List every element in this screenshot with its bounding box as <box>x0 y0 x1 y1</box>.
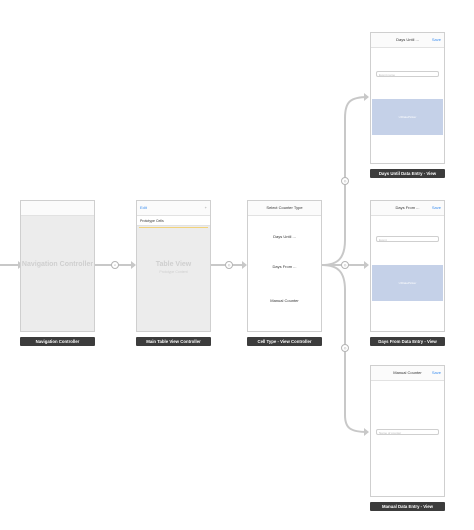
navigation-bar: Days From ... Save <box>371 201 444 216</box>
scene-caption[interactable]: Cell Type - View Controller <box>247 337 322 346</box>
segue-circle-icon[interactable]: ◎ <box>341 344 349 352</box>
scene-navigation-controller[interactable]: Navigation Controller <box>20 200 95 332</box>
scene-caption[interactable]: Days From Data Entry - View <box>370 337 445 346</box>
navigation-bar: Days Until ... Save <box>371 33 444 48</box>
scene-days-until[interactable]: Days Until ... Save Event name UIDatePic… <box>370 32 445 164</box>
scene-days-from[interactable]: Days From ... Save Event UIDatePicker <box>370 200 445 332</box>
table-view-body <box>137 216 210 331</box>
arrowhead-daysfrom <box>364 261 369 269</box>
scene-caption[interactable]: Navigation Controller <box>20 337 95 346</box>
scene-caption[interactable]: Manual Data Entry - View <box>370 502 445 511</box>
scene-cell-type[interactable]: Select Counter Type Days Until ... Days … <box>247 200 322 332</box>
scene-body <box>21 216 94 331</box>
edit-button[interactable]: Edit <box>140 205 147 210</box>
event-name-field[interactable]: Event name <box>376 71 439 77</box>
scene-caption[interactable]: Main Table View Controller <box>136 337 211 346</box>
arrowhead-table <box>131 261 136 269</box>
nav-title: Days From ... <box>395 205 420 210</box>
segue-celltype-to-manual <box>321 264 369 433</box>
nav-title: Select Counter Type <box>266 205 303 210</box>
navigation-bar: Select Counter Type <box>248 201 321 216</box>
days-until-button[interactable]: Days Until ... <box>273 234 296 239</box>
navigation-bar: Manual Counter Save <box>371 366 444 381</box>
date-picker[interactable]: UIDatePicker <box>372 265 443 301</box>
infinity-icon[interactable]: ∞ <box>111 261 119 269</box>
nav-title: Days Until ... <box>396 37 419 42</box>
navigation-bar <box>21 201 94 216</box>
days-from-button[interactable]: Days From ... <box>272 264 297 269</box>
save-button[interactable]: Save <box>431 370 441 375</box>
navigation-bar: Edit + <box>137 201 210 216</box>
segue-circle-icon[interactable]: ◎ <box>341 177 349 185</box>
scene-manual-counter[interactable]: Manual Counter Save Name of counter <box>370 365 445 497</box>
arrowhead-daysuntil <box>364 93 369 101</box>
scene-caption[interactable]: Days Until Data Entry - View <box>370 169 445 178</box>
manual-counter-button[interactable]: Manual Counter <box>270 298 299 303</box>
table-view-sublabel: Prototype Content <box>159 270 188 274</box>
scene-main-table-view[interactable]: Edit + Prototype Cells Table View Protot… <box>136 200 211 332</box>
scene-center-label: Navigation Controller <box>21 261 94 268</box>
arrowhead-manual <box>364 428 369 436</box>
table-view-label: Table View <box>155 261 192 268</box>
segue-circle-icon[interactable]: ◎ <box>225 261 233 269</box>
nav-title: Manual Counter <box>393 370 422 375</box>
save-button[interactable]: Save <box>431 37 441 42</box>
save-button[interactable]: Save <box>431 205 441 210</box>
event-field[interactable]: Event <box>376 236 439 242</box>
date-picker[interactable]: UIDatePicker <box>372 99 443 135</box>
prototype-cell[interactable]: Prototype Cells <box>137 216 210 226</box>
segue-circle-icon[interactable]: ◎ <box>341 261 349 269</box>
arrowhead-celltype <box>242 261 247 269</box>
add-button[interactable]: + <box>204 205 207 210</box>
counter-name-field[interactable]: Name of counter <box>376 429 439 435</box>
progress-strip <box>139 227 208 228</box>
